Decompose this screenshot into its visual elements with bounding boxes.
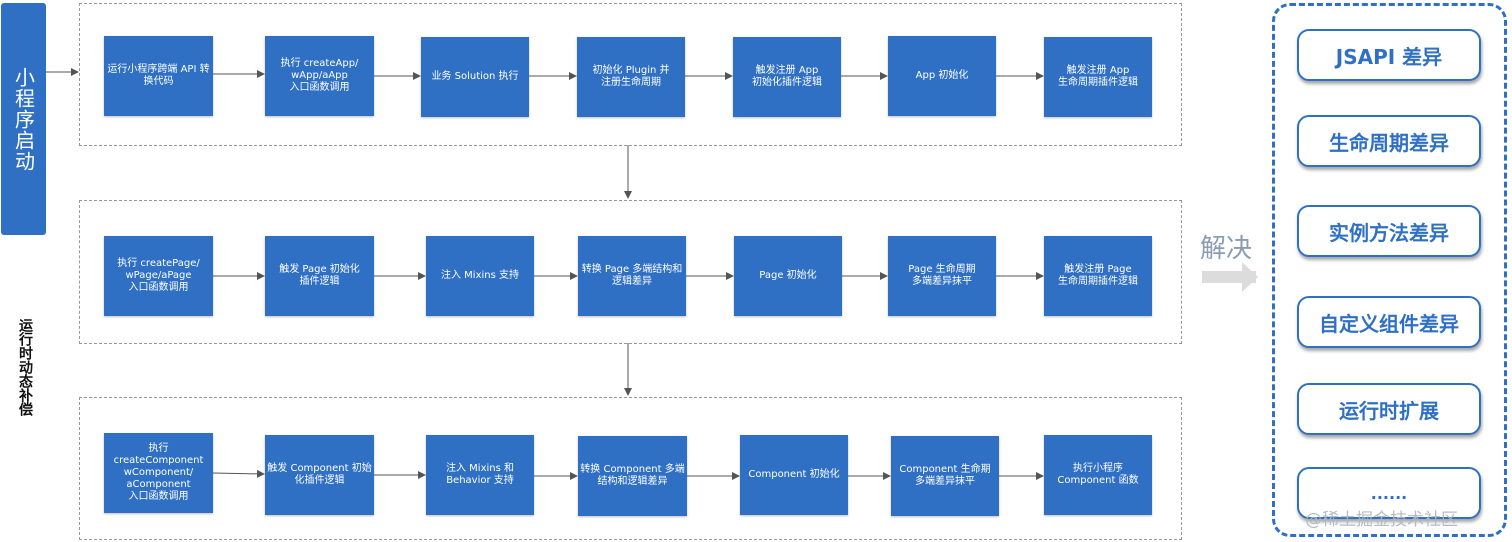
stage-component	[79, 397, 1182, 540]
step-component-5: Component 初始化	[740, 435, 848, 515]
step-page-5: Page 初始化	[734, 236, 842, 316]
step-app-1: 运行小程序跨端 API 转换代码	[104, 36, 213, 116]
step-page-2: 触发 Page 初始化 插件逻辑	[265, 236, 374, 316]
runtime-compensation-label: 运行时动态补偿	[17, 318, 33, 416]
solution-lifecycle: 生命周期差异	[1297, 115, 1481, 167]
solution-instance-methods: 实例方法差异	[1297, 205, 1481, 257]
step-component-7: 执行小程序 Component 函数	[1044, 435, 1152, 515]
step-app-5: 触发注册 App 初始化插件逻辑	[733, 37, 841, 117]
step-page-7: 触发注册 Page 生命周期插件逻辑	[1044, 236, 1152, 316]
solution-more: ......	[1297, 467, 1481, 519]
step-app-7: 触发注册 App 生命周期插件逻辑	[1044, 37, 1152, 117]
step-component-4: 转换 Component 多端 结构和逻辑差异	[578, 436, 687, 516]
solution-jsapi: JSAPI 差异	[1297, 29, 1481, 81]
start-label: 小程序启动	[11, 66, 36, 172]
step-app-4: 初始化 Plugin 并 注册生命周期	[577, 37, 685, 117]
step-page-1: 执行 createPage/ wPage/aPage 入口函数调用	[104, 236, 213, 316]
solution-custom-component: 自定义组件差异	[1297, 296, 1481, 348]
step-component-1: 执行 createComponent wComponent/ aComponen…	[104, 433, 213, 513]
step-app-6: App 初始化	[888, 36, 996, 116]
step-app-3: 业务 Solution 执行	[421, 37, 529, 117]
step-page-3: 注入 Mixins 支持	[426, 236, 534, 316]
step-component-6: Component 生命期 多端差异抹平	[891, 436, 999, 516]
resolve-label: 解决	[1200, 234, 1253, 264]
stage-app	[79, 3, 1182, 146]
mini-program-start-bar: 小程序启动	[1, 3, 46, 235]
step-page-4: 转换 Page 多端结构和 逻辑差异	[578, 236, 686, 316]
stage-page	[79, 200, 1182, 344]
solution-runtime-extension: 运行时扩展	[1297, 383, 1481, 435]
watermark: @稀土掘金技术社区	[1305, 510, 1458, 530]
step-component-2: 触发 Component 初始化插件逻辑	[265, 435, 374, 515]
step-app-2: 执行 createApp/ wApp/aApp 入口函数调用	[265, 36, 374, 116]
step-page-6: Page 生命周期 多端差异抹平	[888, 236, 996, 316]
solutions-panel	[1272, 3, 1507, 537]
step-component-3: 注入 Mixins 和 Behavior 支持	[426, 435, 534, 515]
